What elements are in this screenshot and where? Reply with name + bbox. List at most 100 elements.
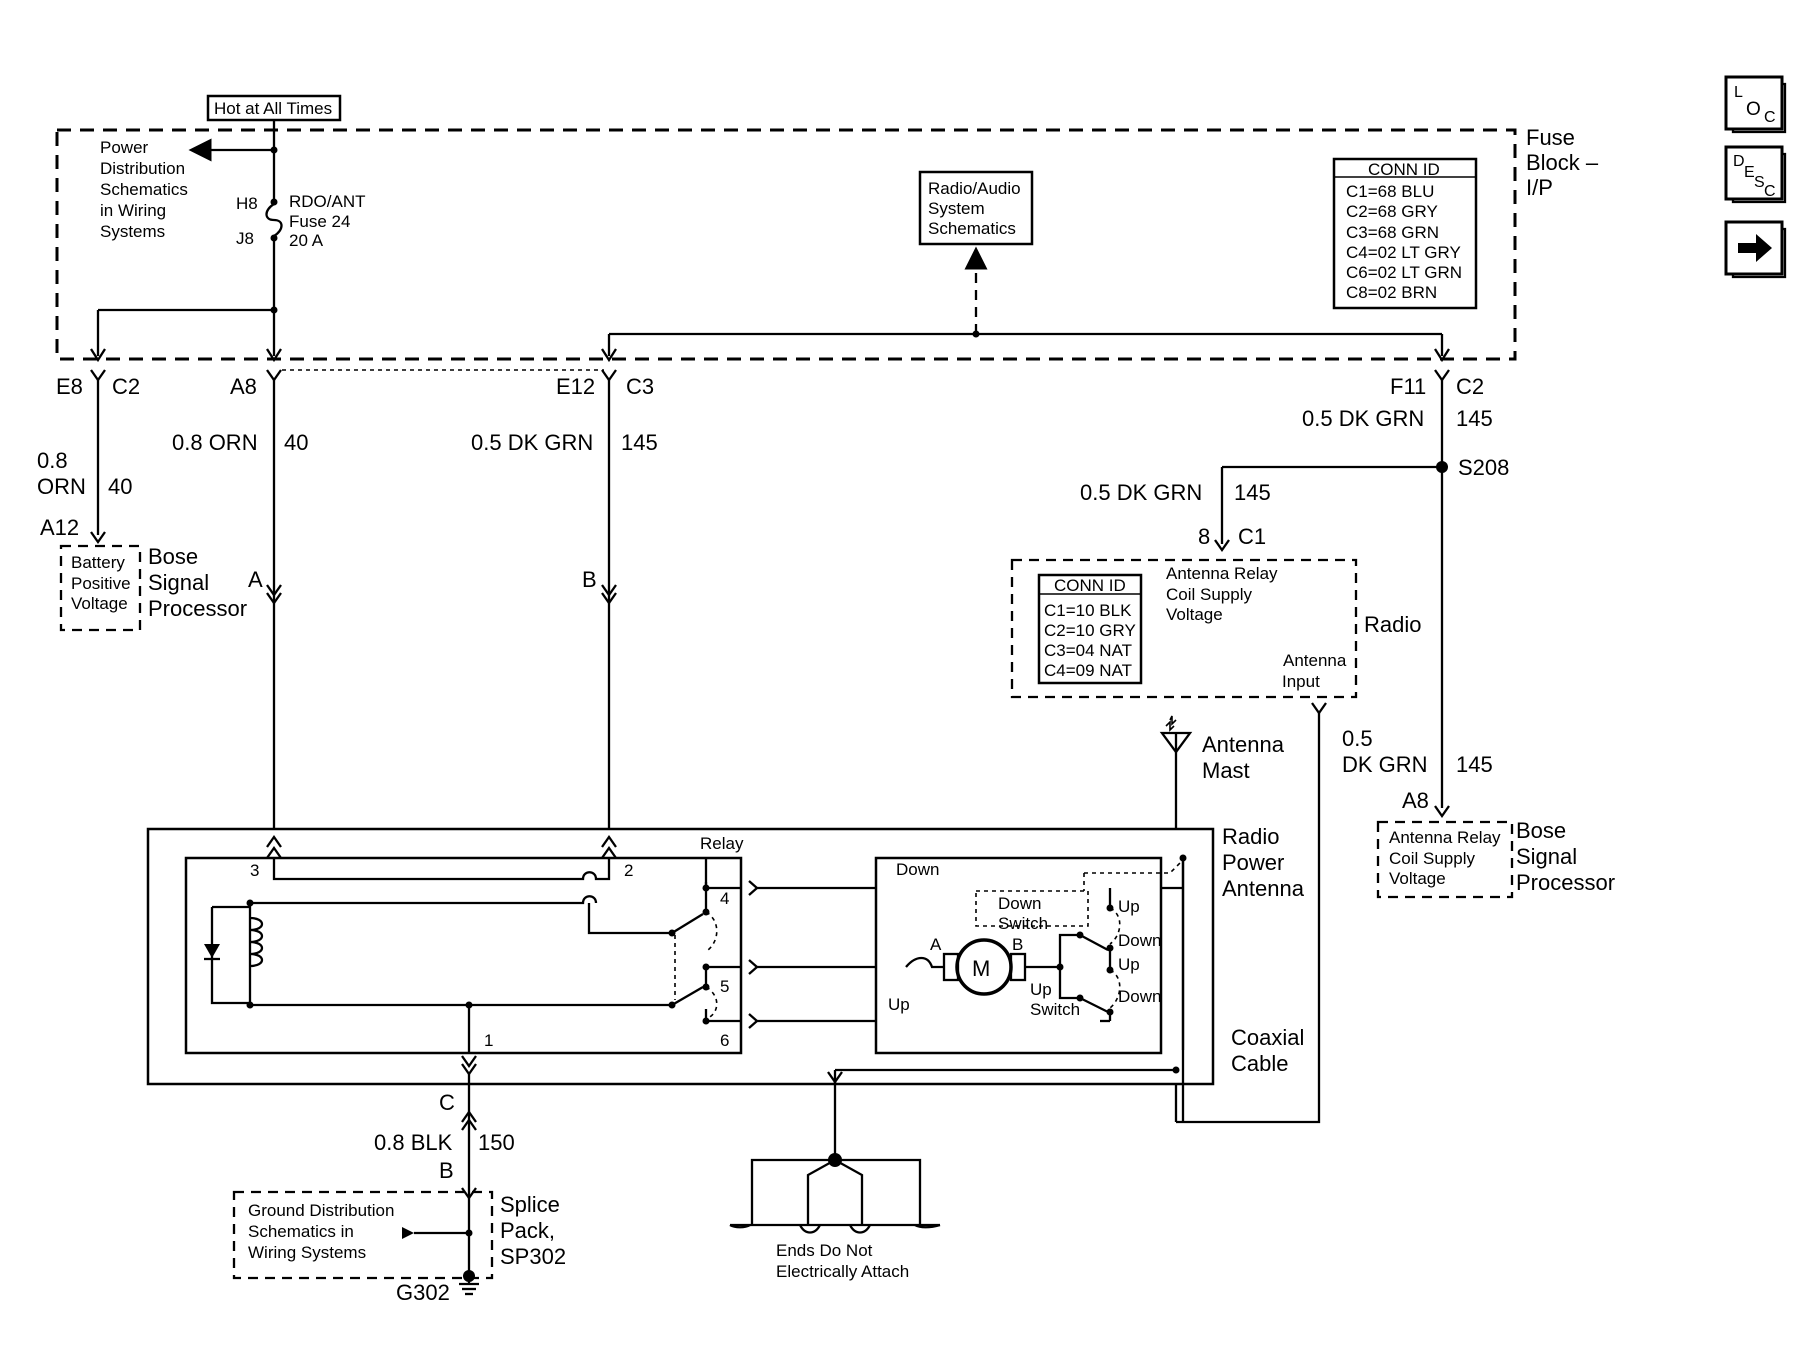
diagram-label: B bbox=[582, 567, 597, 592]
diagram-label: Systems bbox=[100, 222, 165, 241]
diagram-path bbox=[1434, 369, 1450, 383]
diagram-path bbox=[1058, 933, 1080, 967]
diagram-path bbox=[1434, 348, 1450, 363]
diagram-label: Coil Supply bbox=[1389, 849, 1475, 868]
diagram-label: 1 bbox=[484, 1031, 493, 1050]
diagram-path bbox=[266, 584, 282, 598]
diagram-path bbox=[249, 916, 264, 968]
diagram-path bbox=[705, 986, 718, 1019]
diagram-label: Switch bbox=[998, 914, 1048, 933]
diagram-path bbox=[461, 1055, 477, 1069]
diagram-path bbox=[266, 845, 282, 859]
diagram-label: E bbox=[1744, 164, 1755, 181]
diagram-label: Electrically Attach bbox=[776, 1262, 909, 1281]
diagram-label: Antenna Relay bbox=[1389, 828, 1501, 847]
diagram-path bbox=[266, 348, 282, 363]
right-arrow-icon[interactable] bbox=[1724, 220, 1787, 279]
diagram-label: A8 bbox=[1402, 788, 1429, 813]
bose-signal-processor-left: A12 Battery Positive Voltage Bose Signal… bbox=[40, 515, 247, 632]
diagram-label: Voltage bbox=[1166, 605, 1223, 624]
diagram-label: Voltage bbox=[1389, 869, 1446, 888]
diagram-label: Radio bbox=[1364, 612, 1421, 637]
motor-assembly: Down Up Down Switch Up Switch M A B bbox=[874, 854, 1187, 1055]
wire6-size: 0.5 bbox=[1342, 726, 1373, 751]
diagram-path bbox=[834, 1158, 864, 1225]
diagram-rect bbox=[184, 856, 743, 1055]
diagram-label: 8 bbox=[1198, 524, 1210, 549]
loc-icon[interactable]: L O C bbox=[1724, 75, 1787, 134]
diagram-label: Down bbox=[1118, 987, 1161, 1006]
diagram-path bbox=[1109, 969, 1121, 1009]
diagram-label: 6 bbox=[720, 1031, 729, 1050]
diagram-label: 40 bbox=[284, 430, 308, 455]
diagram-label: 2 bbox=[624, 861, 633, 880]
diagram-label: 20 A bbox=[289, 231, 324, 250]
diagram-label: Schematics bbox=[100, 180, 188, 199]
diagram-label: 3 bbox=[250, 861, 259, 880]
diagram-label: A8 bbox=[230, 374, 257, 399]
diagram-path bbox=[1214, 539, 1230, 553]
diagram-label: SP302 bbox=[500, 1244, 566, 1269]
diagram-rect bbox=[1037, 573, 1143, 685]
diagram-label: ORN bbox=[37, 474, 86, 499]
radio-power-antenna: Radio Power Antenna Relay 3 2 bbox=[146, 824, 1305, 1122]
diagram-label: Coaxial bbox=[1231, 1025, 1304, 1050]
diagram-label: Pack, bbox=[500, 1218, 555, 1243]
diagram-path bbox=[835, 1158, 922, 1225]
diagram-path bbox=[250, 895, 598, 905]
diagram-label: Signal bbox=[148, 570, 209, 595]
diagram-label: C1 bbox=[1238, 524, 1266, 549]
bose-signal-processor-right: A8 Antenna Relay Coil Supply Voltage Bos… bbox=[1376, 788, 1615, 899]
diagram-path bbox=[601, 584, 617, 598]
wire4-label: 0.5 DK GRN bbox=[1302, 406, 1424, 431]
diagram-label: 5 bbox=[720, 977, 729, 996]
diagram-label: System bbox=[928, 199, 985, 218]
diagram-circle bbox=[246, 899, 254, 907]
diagram-label: C4=02 LT GRY bbox=[1346, 243, 1461, 262]
diagram-label: Antenna bbox=[1202, 732, 1285, 757]
wire2-label: 0.8 ORN bbox=[172, 430, 258, 455]
diagram-path bbox=[601, 834, 617, 848]
diagram-path bbox=[1731, 82, 1787, 134]
diagram-label: Antenna bbox=[1283, 651, 1347, 670]
diagram-path bbox=[601, 369, 617, 383]
diagram-label: A12 bbox=[40, 515, 79, 540]
diagram-label: Cable bbox=[1231, 1051, 1288, 1076]
diagram-line bbox=[671, 913, 704, 934]
diagram-label: C bbox=[1764, 109, 1776, 126]
diagram-label: Ground Distribution bbox=[248, 1201, 394, 1220]
diagram-path bbox=[601, 845, 617, 859]
diagram-label: C1=68 BLU bbox=[1346, 182, 1434, 201]
diagram-label: 150 bbox=[478, 1130, 515, 1155]
diagram-label: C bbox=[439, 1090, 455, 1115]
diagram-path bbox=[1165, 720, 1175, 732]
diagram-label: S208 bbox=[1458, 455, 1509, 480]
diagram-label: Signal bbox=[1516, 844, 1577, 869]
diagram-path bbox=[265, 203, 283, 237]
diagram-rect bbox=[1376, 820, 1514, 899]
diagram-label: Antenna Relay bbox=[1166, 564, 1278, 583]
desc-icon[interactable]: D E S C bbox=[1724, 145, 1787, 204]
diagram-rect bbox=[918, 170, 1034, 246]
diagram-path bbox=[1311, 702, 1327, 716]
diagram-label: S bbox=[1754, 174, 1765, 191]
diagram-label: 145 bbox=[1456, 752, 1493, 777]
diagram-label: Down bbox=[998, 894, 1041, 913]
diagram-path bbox=[266, 369, 282, 383]
diagram-rect bbox=[1010, 558, 1358, 699]
diagram-label: Splice bbox=[500, 1192, 560, 1217]
diagram-rect bbox=[59, 544, 142, 632]
diagram-label: Bose bbox=[1516, 818, 1566, 843]
diagram-path bbox=[1084, 859, 1184, 874]
fuse-24-icon bbox=[265, 198, 283, 242]
diagram-rect bbox=[1332, 157, 1478, 310]
diagram-path bbox=[587, 903, 672, 935]
diagram-label: Down bbox=[896, 860, 939, 879]
diagram-label: CONN ID bbox=[1368, 160, 1440, 179]
diagram-label: A bbox=[248, 567, 263, 592]
diagram-label: Schematics in bbox=[248, 1222, 354, 1241]
diagram-label: I/P bbox=[1526, 175, 1553, 200]
diagram-path bbox=[1731, 152, 1787, 204]
diagram-label: B bbox=[1012, 935, 1023, 954]
